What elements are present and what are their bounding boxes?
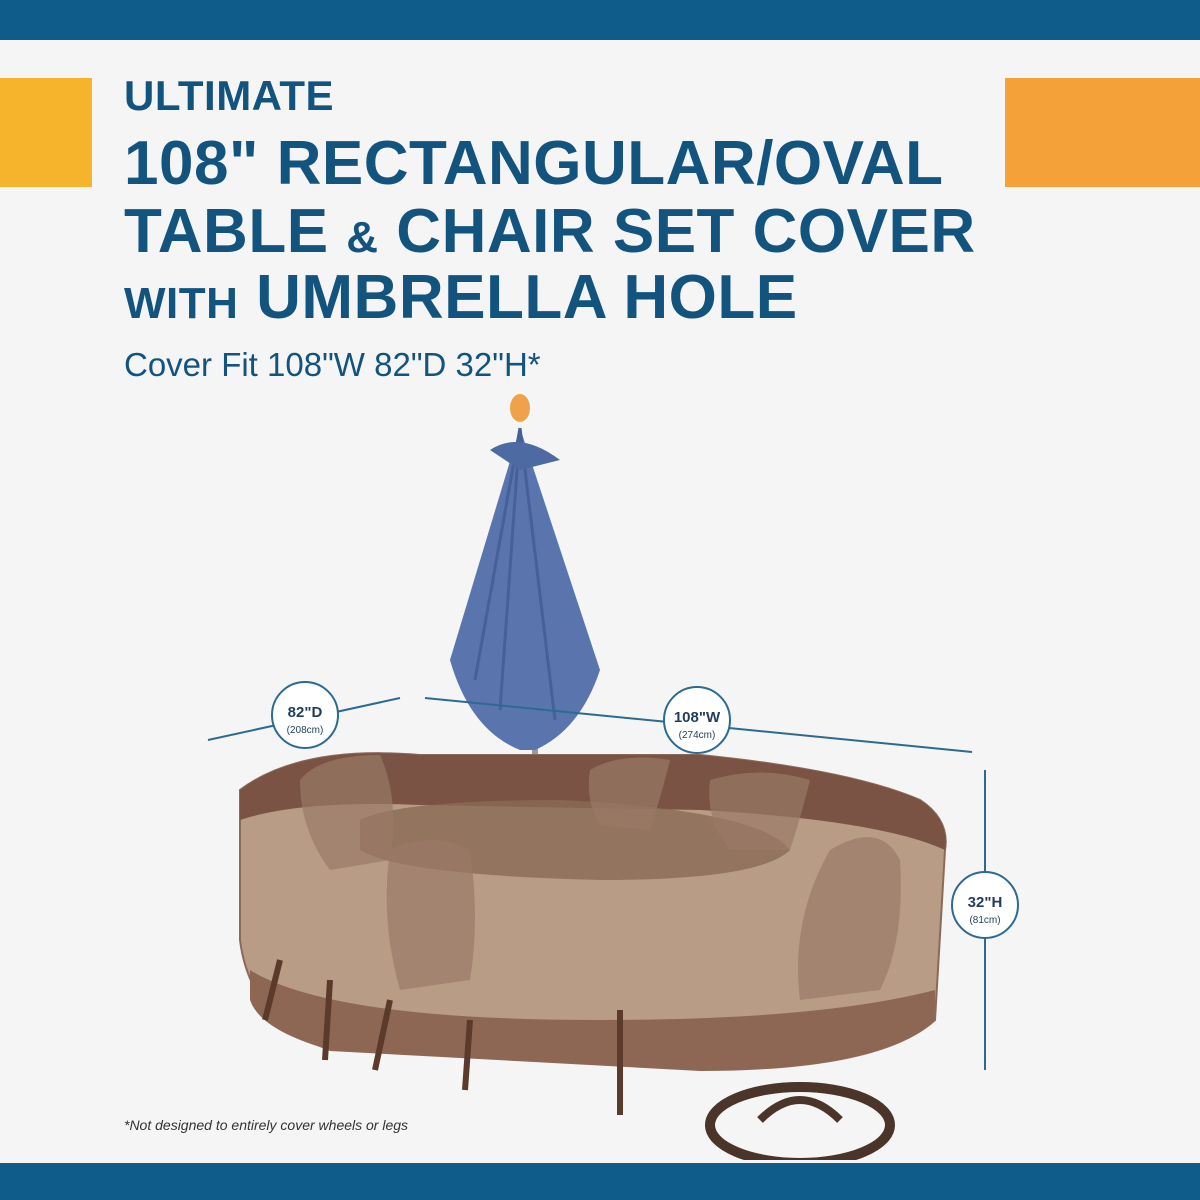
title-ampersand: &: [346, 213, 379, 262]
height-metric: (81cm): [969, 915, 1000, 926]
title-line-1: 108" RECTANGULAR/OVAL: [124, 129, 944, 198]
dimension-lines: 82"D (208cm) 108"W (274cm) 32"H (81cm): [207, 681, 1019, 1070]
right-accent-block: [1005, 78, 1200, 187]
product-illustration: 82"D (208cm) 108"W (274cm) 32"H (81cm): [207, 394, 1019, 1160]
title-line-3: WITH UMBRELLA HOLE: [124, 262, 798, 333]
depth-dimension-badge: [271, 681, 339, 749]
width-dimension-badge: [663, 686, 731, 754]
width-metric: (274cm): [679, 730, 716, 741]
footnote: *Not designed to entirely cover wheels o…: [124, 1117, 409, 1133]
depth-metric: (208cm): [287, 725, 324, 736]
title-line-3-a: WITH: [124, 279, 239, 328]
depth-value: 82"D: [288, 704, 323, 721]
title-line-2-b: CHAIR SET COVER: [396, 197, 976, 266]
title-line-2-a: TABLE: [124, 197, 329, 266]
top-brand-band: [0, 0, 1200, 40]
bottom-brand-band: [0, 1163, 1200, 1200]
left-accent-block: [0, 78, 92, 187]
cover-fit-dimensions: Cover Fit 108"W 82"D 32"H*: [124, 346, 541, 383]
covered-table-chair-set: [239, 752, 947, 1160]
height-value: 32"H: [968, 894, 1003, 911]
height-dimension-badge: [951, 871, 1019, 939]
title-line-3-b: UMBRELLA HOLE: [256, 263, 798, 332]
width-value: 108"W: [674, 709, 721, 726]
title-eyebrow: ULTIMATE: [124, 72, 335, 119]
title-line-2: TABLE & CHAIR SET COVER: [124, 196, 976, 267]
